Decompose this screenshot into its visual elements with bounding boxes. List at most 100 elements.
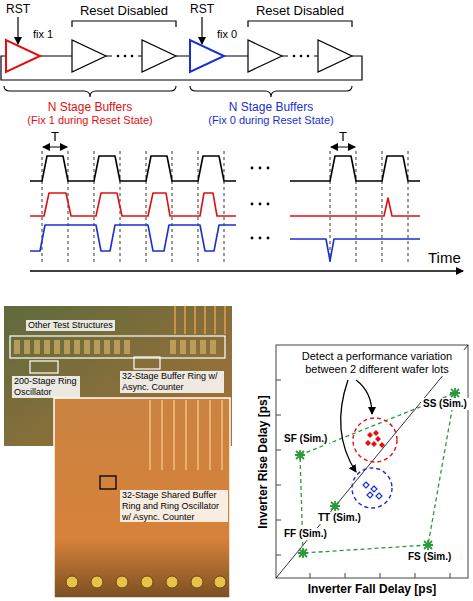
chip-photo bbox=[10, 336, 225, 358]
ellipsis-dots bbox=[307, 55, 310, 58]
chip-photo bbox=[66, 576, 226, 588]
chip-photo bbox=[173, 400, 175, 470]
scatter-chart bbox=[353, 418, 397, 462]
scatter-chart bbox=[345, 573, 346, 578]
buffer-ring bbox=[72, 40, 106, 72]
chip-photo bbox=[185, 400, 187, 470]
scatter-chart bbox=[276, 450, 281, 451]
scatter-chart bbox=[376, 493, 382, 499]
chip-photo bbox=[10, 336, 225, 373]
period-lines bbox=[198, 151, 199, 265]
stage-braces bbox=[4, 86, 176, 97]
ellipsis-dots bbox=[267, 237, 270, 240]
chip-photo bbox=[197, 400, 199, 470]
scatter-chart bbox=[450, 388, 460, 398]
period-arrows bbox=[43, 147, 355, 148]
period-lines bbox=[94, 151, 95, 265]
buffer-ring bbox=[1, 40, 362, 80]
scatter-chart bbox=[415, 573, 416, 578]
scatter-chart bbox=[375, 436, 381, 442]
scatter-chart bbox=[423, 540, 433, 550]
chip-photo bbox=[14, 340, 216, 354]
chip-photo bbox=[134, 357, 160, 369]
chip-photo bbox=[175, 306, 225, 334]
corner-label: SS (Sim.) bbox=[421, 398, 469, 410]
axis-label: Time bbox=[428, 249, 461, 267]
buffer-ring bbox=[1, 56, 362, 80]
scatter-chart bbox=[367, 432, 373, 438]
scatter-chart bbox=[356, 380, 372, 414]
scatter-chart bbox=[330, 501, 340, 511]
scatter-chart bbox=[363, 482, 382, 499]
scatter-chart bbox=[276, 380, 281, 381]
chip-photo bbox=[64, 340, 70, 354]
axis-label: Inverter Rise Delay [ps] bbox=[256, 395, 270, 528]
ellipsis-dots bbox=[251, 203, 254, 206]
chip-photo bbox=[66, 576, 78, 588]
chip-photo bbox=[150, 400, 222, 470]
signal-name: RST bbox=[190, 2, 214, 16]
photo-callout: 32-Stage Shared Buffer Ring and Ring Osc… bbox=[120, 490, 228, 522]
scatter-chart bbox=[341, 380, 356, 472]
scatter-chart bbox=[367, 492, 373, 498]
ellipsis-dots bbox=[300, 55, 303, 58]
group-label: N Stage Buffers bbox=[229, 100, 314, 114]
reset-arrows bbox=[72, 21, 176, 27]
reset-arrows bbox=[201, 17, 202, 44]
scatter-chart bbox=[341, 380, 372, 472]
period-lines bbox=[224, 151, 225, 265]
bracket-label: Reset Disabled bbox=[256, 3, 344, 19]
ellipsis-dots bbox=[259, 203, 262, 206]
scatter-chart bbox=[295, 450, 305, 460]
scatter-chart bbox=[276, 415, 281, 416]
waveforms bbox=[30, 156, 420, 261]
chip-photo bbox=[14, 340, 20, 354]
chip-photo bbox=[200, 340, 206, 354]
chip-photo bbox=[184, 306, 186, 334]
ellipsis-dots bbox=[131, 55, 134, 58]
signal-name: RST bbox=[6, 2, 30, 16]
time-axis bbox=[30, 270, 463, 271]
corner-label: SF (Sim.) bbox=[282, 433, 329, 445]
waveforms bbox=[30, 156, 420, 181]
scatter-chart bbox=[365, 430, 385, 448]
ellipsis-dots bbox=[251, 167, 254, 170]
scatter-chart bbox=[276, 345, 468, 578]
period-lines bbox=[382, 151, 383, 265]
chip-photo bbox=[221, 400, 223, 470]
chip-photo bbox=[194, 306, 196, 334]
ellipsis-dots bbox=[293, 55, 296, 58]
fix-label: fix 0 bbox=[217, 28, 237, 41]
reset-arrows bbox=[18, 17, 352, 44]
chip-photo bbox=[54, 398, 230, 598]
chip-photo bbox=[214, 306, 216, 334]
chip-photo bbox=[166, 576, 178, 588]
chip-photo bbox=[94, 340, 100, 354]
photo-callout: 32-Stage Buffer Ring w/ Async. Counter bbox=[120, 371, 224, 393]
chip-photo bbox=[124, 340, 130, 354]
fix-label: fix 1 bbox=[33, 28, 53, 41]
chip-photo bbox=[30, 361, 58, 373]
period-lines bbox=[68, 151, 69, 265]
period-lines bbox=[42, 151, 43, 265]
chip-photo bbox=[24, 340, 30, 354]
chip-photo bbox=[141, 576, 153, 588]
photo-callout: 200-Stage Ring Oscillator bbox=[12, 376, 80, 398]
scatter-chart bbox=[450, 573, 451, 578]
period-lines bbox=[330, 151, 331, 265]
scatter-chart bbox=[276, 345, 468, 578]
chip-photo bbox=[210, 340, 216, 354]
bracket-label: Reset Disabled bbox=[80, 3, 168, 19]
scatter-chart bbox=[352, 468, 392, 508]
scatter-chart bbox=[310, 573, 311, 578]
period-label: T bbox=[339, 129, 347, 145]
chip-photo bbox=[114, 340, 120, 354]
scatter-chart bbox=[276, 345, 468, 578]
period-lines bbox=[356, 151, 357, 265]
chip-photo bbox=[116, 576, 128, 588]
chip-photo bbox=[74, 340, 80, 354]
stage-braces bbox=[190, 86, 352, 97]
period-lines bbox=[408, 151, 409, 265]
